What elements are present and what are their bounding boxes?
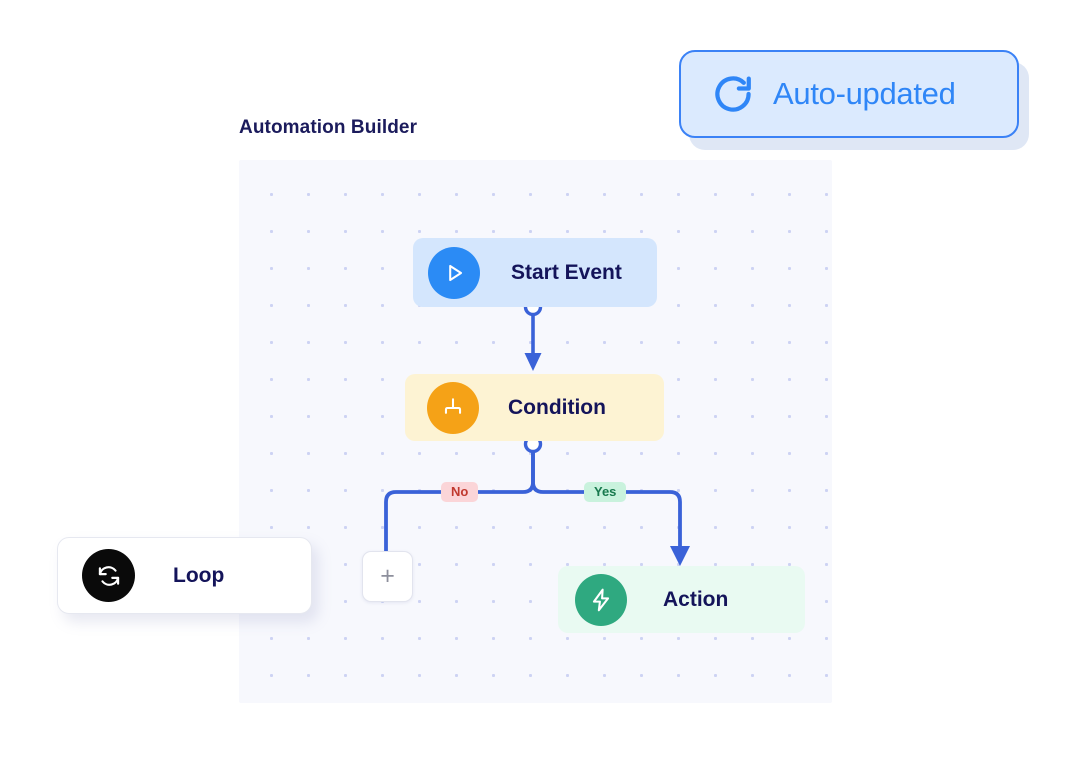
refresh-cw-icon: [715, 76, 751, 112]
node-condition-label: Condition: [508, 395, 606, 419]
node-start-event[interactable]: Start Event: [413, 238, 657, 307]
loop-icon: [82, 549, 135, 602]
auto-updated-badge[interactable]: Auto-updated: [679, 50, 1019, 138]
auto-updated-label: Auto-updated: [773, 76, 956, 111]
floating-card-loop-label: Loop: [173, 563, 225, 587]
branch-icon: [427, 381, 479, 434]
plus-icon: +: [380, 562, 395, 590]
node-action-label: Action: [663, 587, 729, 611]
node-condition[interactable]: Condition: [405, 374, 664, 441]
floating-card-loop[interactable]: Loop: [57, 537, 312, 614]
page-title: Automation Builder: [239, 117, 418, 138]
node-start-event-label: Start Event: [511, 260, 622, 284]
add-step-button[interactable]: +: [362, 551, 413, 602]
branch-label-no[interactable]: No: [441, 482, 479, 502]
node-action[interactable]: Action: [558, 566, 805, 633]
lightning-bolt-icon: [575, 573, 627, 626]
play-icon: [428, 246, 480, 299]
branch-label-yes[interactable]: Yes: [584, 482, 627, 502]
